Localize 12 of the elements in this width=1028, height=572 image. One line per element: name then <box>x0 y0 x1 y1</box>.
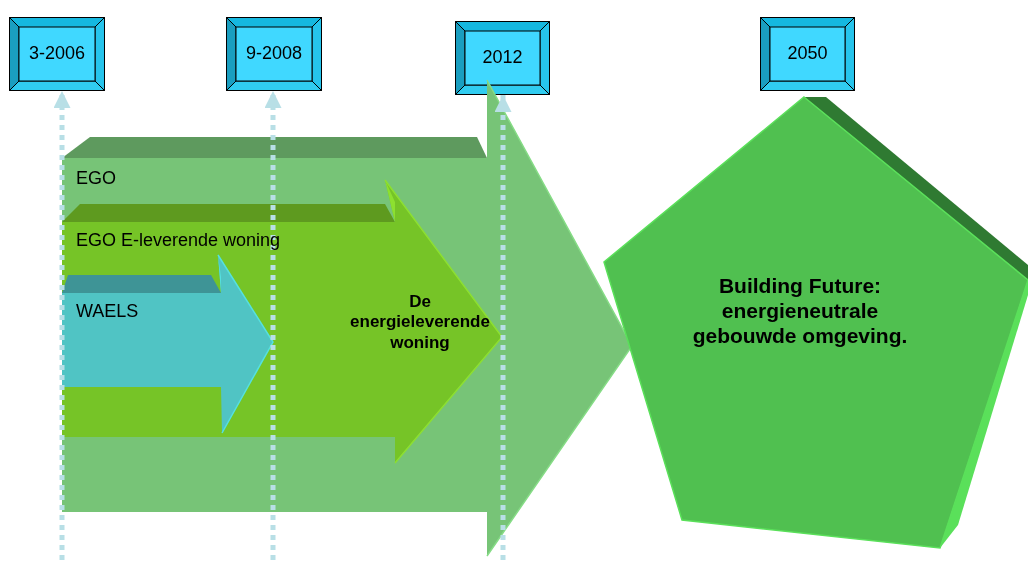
shape-label: EGO <box>76 168 117 190</box>
date-label: 9-2008 <box>244 43 304 65</box>
date-label: 2050 <box>786 43 829 65</box>
date-label: 3-2006 <box>27 43 87 65</box>
dotted-arrow <box>264 91 282 560</box>
date-label: 2012 <box>481 47 524 69</box>
shape-label: WAELS <box>76 301 140 323</box>
dotted-arrow <box>494 95 512 560</box>
shape-heading: Building Future: energieneutrale gebouwde omgeving. <box>691 273 909 349</box>
shape-heading: De energieleverende woning <box>349 292 491 354</box>
shape-label: EGO E-leverende woning <box>76 230 282 252</box>
dotted-arrow <box>53 91 71 560</box>
